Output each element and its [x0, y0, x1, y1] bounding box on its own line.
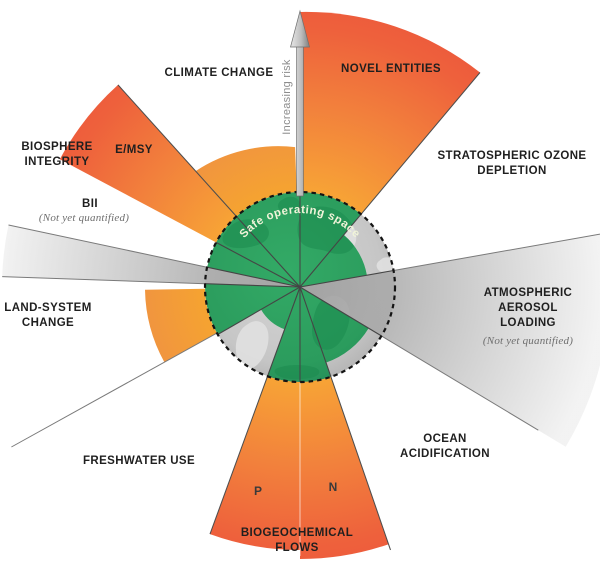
label-novel-entities: NOVEL ENTITIES: [341, 63, 441, 75]
label-land-system-line1: LAND-SYSTEM: [4, 302, 91, 314]
label-ocean-line1: OCEAN: [423, 433, 467, 445]
label-bii: BII: [82, 198, 98, 210]
label-climate-change: CLIMATE CHANGE: [165, 67, 274, 79]
label-freshwater-use: FRESHWATER USE: [83, 455, 195, 467]
label-ozone-line1: STRATOSPHERIC OZONE: [437, 150, 586, 162]
label-aerosol-line3: LOADING: [500, 317, 556, 329]
increasing-risk-arrow: [290, 9, 310, 197]
label-nitrogen: N: [329, 480, 338, 494]
label-bii-note: (Not yet quantified): [39, 212, 129, 224]
label-ozone-line2: DEPLETION: [477, 165, 546, 177]
label-emsy: E/MSY: [115, 144, 153, 156]
arrow-head-icon: [290, 9, 310, 48]
label-aerosol-line1: ATMOSPHERIC: [484, 287, 573, 299]
safe-boundary-circle: [203, 190, 397, 384]
label-phosphorus: P: [254, 484, 262, 498]
label-biosphere-line2: INTEGRITY: [25, 156, 90, 168]
annulus-land-system-change: [145, 288, 217, 363]
label-biosphere-line1: BIOSPHERE: [21, 141, 92, 153]
label-land-system-line2: CHANGE: [22, 317, 74, 329]
sector-divider-lines-inner: [205, 192, 394, 382]
label-aerosol-line2: AEROSOL: [498, 302, 558, 314]
label-biogeochemical-line2: FLOWS: [275, 542, 319, 554]
wedge-aerosol-gray: [300, 234, 600, 447]
sector-divider-lines-outer: [2, 72, 600, 551]
label-aerosol-note: (Not yet quantified): [483, 335, 573, 347]
label-ocean-line2: ACIDIFICATION: [400, 448, 490, 460]
increasing-risk-label: Increasing risk: [281, 59, 293, 135]
label-biogeochemical-line1: BIOGEOCHEMICAL: [241, 527, 353, 539]
